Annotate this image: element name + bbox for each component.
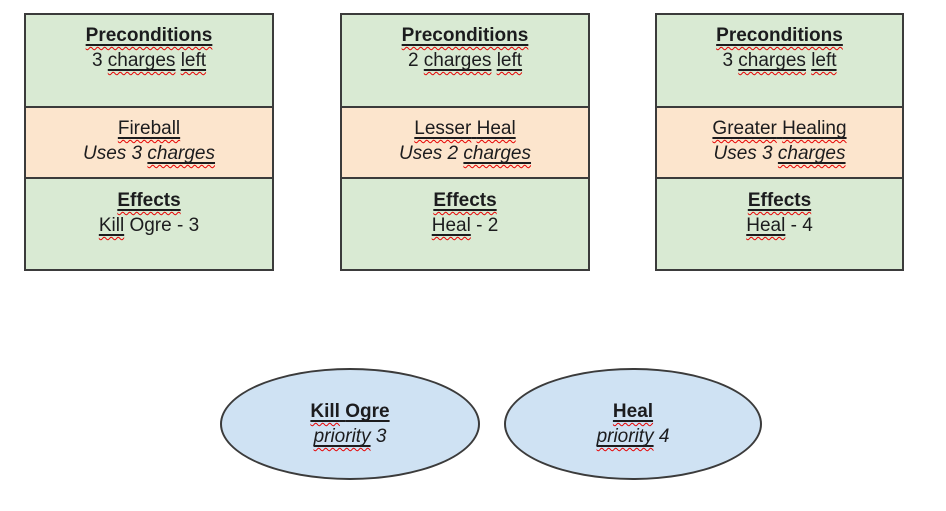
effects-section: Effects Heal - 4 — [657, 179, 902, 269]
preconditions-value: 2 charges left — [407, 50, 523, 71]
action-card-fireball: Preconditions 3 charges left Fireball Us… — [24, 13, 274, 271]
action-cost: Uses 3 charges — [82, 143, 216, 164]
effects-value: Heal - 4 — [746, 215, 813, 236]
effects-value: Kill Ogre - 3 — [98, 215, 200, 236]
effects-heading: Effects — [747, 190, 812, 211]
action-card-lesser-heal: Preconditions 2 charges left Lesser Heal… — [340, 13, 590, 271]
preconditions-section: Preconditions 3 charges left — [657, 15, 902, 106]
effects-heading: Effects — [117, 190, 181, 211]
action-cost: Uses 3 charges — [713, 143, 846, 164]
action-card-greater-healing: Preconditions 3 charges left Greater Hea… — [655, 13, 904, 271]
preconditions-value: 3 charges left — [91, 50, 207, 71]
goal-priority: priority 3 — [313, 426, 387, 447]
action-cost: Uses 2 charges — [398, 143, 532, 164]
preconditions-heading: Preconditions — [716, 25, 843, 46]
goal-name: Heal — [612, 401, 654, 422]
preconditions-heading: Preconditions — [85, 25, 213, 46]
preconditions-value: 3 charges left — [722, 50, 837, 71]
effects-section: Effects Kill Ogre - 3 — [26, 179, 272, 269]
goal-ellipse-heal: Heal priority 4 — [504, 368, 762, 480]
preconditions-section: Preconditions 2 charges left — [342, 15, 588, 106]
action-section: Greater Healing Uses 3 charges — [657, 106, 902, 179]
action-name: Lesser Heal — [414, 118, 516, 139]
action-section: Fireball Uses 3 charges — [26, 106, 272, 179]
effects-heading: Effects — [433, 190, 497, 211]
goal-ellipse-kill-ogre: Kill Ogre priority 3 — [220, 368, 480, 480]
action-section: Lesser Heal Uses 2 charges — [342, 106, 588, 179]
effects-section: Effects Heal - 2 — [342, 179, 588, 269]
goal-name: Kill Ogre — [310, 401, 390, 422]
goal-priority: priority 4 — [596, 426, 670, 447]
preconditions-heading: Preconditions — [401, 25, 529, 46]
preconditions-section: Preconditions 3 charges left — [26, 15, 272, 106]
effects-value: Heal - 2 — [431, 215, 499, 236]
action-name: Greater Healing — [712, 118, 847, 139]
action-name: Fireball — [117, 118, 181, 139]
